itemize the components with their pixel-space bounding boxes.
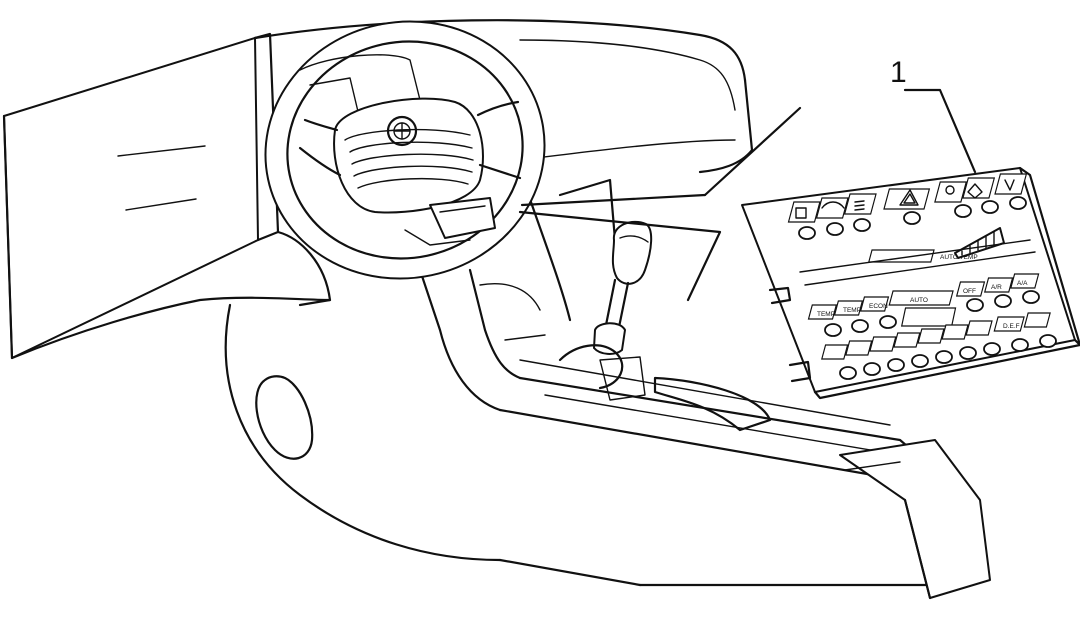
panel-button-row-2: [824, 290, 1040, 337]
callout-label-1: 1: [890, 56, 907, 89]
panel-key-row: TEMP TEMP ECON AUTO OFF A/R A/A: [807, 273, 1040, 320]
gear-lever: [558, 220, 653, 390]
leader-lines: [518, 88, 977, 302]
key-label-auto: AUTO: [910, 297, 928, 304]
key-label-temp-1: TEMP: [817, 311, 835, 318]
panel-icon-key-row: D.E.F: [821, 312, 1051, 360]
panel-top-icon-row: [787, 173, 1028, 223]
dashboard-body: [2, 19, 754, 587]
climate-control-panel: AUTO TEMP TEMP TEMP ECON AUTO OFF A/R: [741, 166, 1080, 400]
panel-button-row-3: [839, 334, 1057, 380]
center-console: [498, 356, 991, 600]
key-label-off: OFF: [963, 288, 976, 295]
panel-brand-strip: AUTO TEMP: [799, 227, 1036, 286]
key-label-ar: A/R: [991, 284, 1002, 291]
key-label-temp-2: TEMP: [843, 307, 861, 314]
key-label-econ: ECON: [869, 303, 888, 310]
panel-button-row-1: [798, 196, 1027, 240]
key-label-aa: A/A: [1017, 280, 1028, 287]
steering-wheel: [264, 20, 546, 280]
key-label-def: D.E.F: [1003, 323, 1020, 330]
